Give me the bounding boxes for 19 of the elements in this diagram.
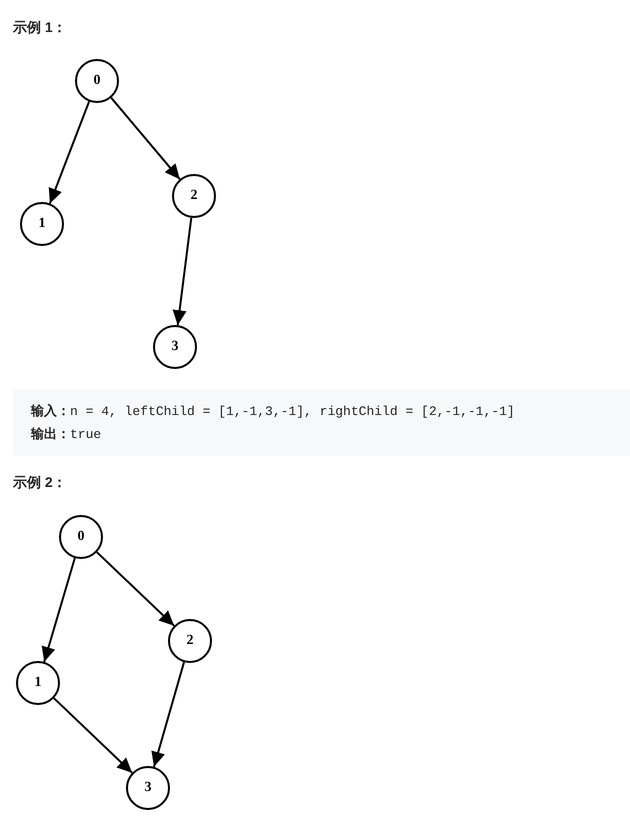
node-circle: 3: [153, 325, 197, 369]
example-heading: 示例 1：: [13, 19, 67, 36]
node-circle: 2: [172, 174, 216, 218]
node-circle: 0: [59, 515, 103, 559]
arrow: [53, 697, 133, 774]
code-line: 输出：true: [31, 425, 102, 443]
node-circle: 1: [20, 202, 64, 246]
arrow: [48, 101, 90, 204]
node-circle: 0: [75, 59, 119, 103]
node-circle: 3: [126, 766, 170, 810]
code-line: 输入：n = 4, leftChild = [1,-1,3,-1], rightChild = [2,-1,-1,-1]: [31, 402, 515, 420]
node-circle: 1: [16, 661, 60, 705]
node-circle: 2: [168, 619, 212, 663]
arrow: [151, 662, 185, 768]
arrow: [172, 218, 192, 326]
arrow: [110, 97, 181, 180]
arrow: [42, 558, 76, 662]
example-heading: 示例 2：: [13, 474, 67, 491]
arrow: [96, 551, 175, 627]
